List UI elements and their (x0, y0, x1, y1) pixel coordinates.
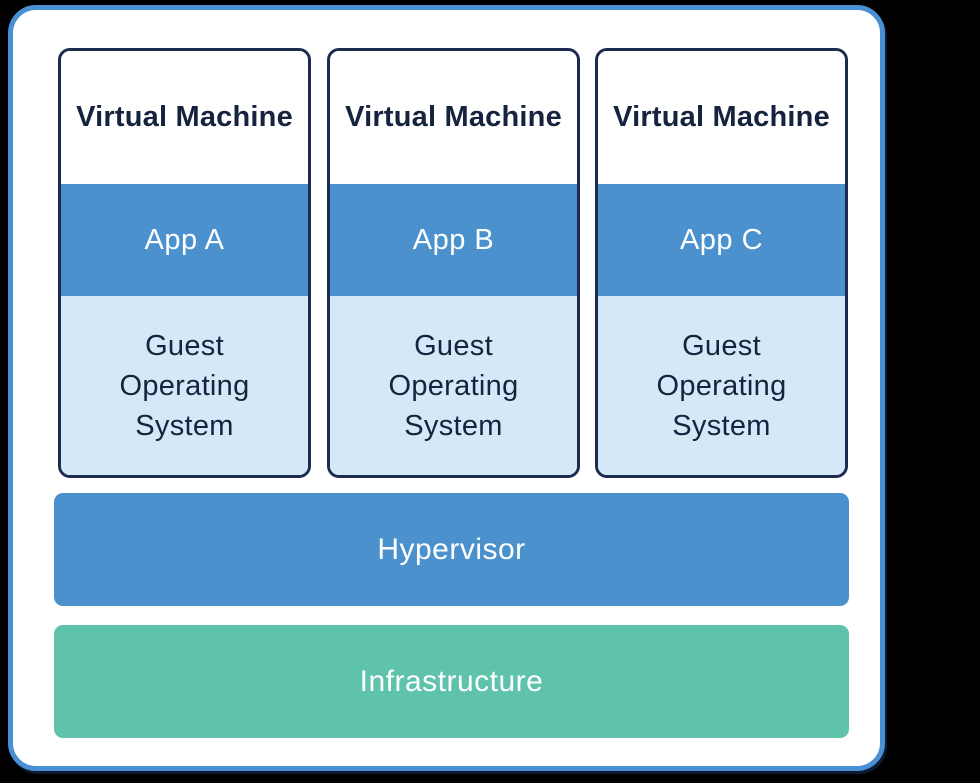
hypervisor-label: Hypervisor (377, 532, 526, 566)
vm-guest-os-section: Guest Operating System (61, 296, 308, 475)
vm-title-area: Virtual Machine (330, 51, 577, 184)
vm-title-area: Virtual Machine (598, 51, 845, 184)
infrastructure-label: Infrastructure (359, 664, 544, 698)
hypervisor-layer: Hypervisor (54, 493, 849, 606)
vm-app-label: App B (412, 223, 495, 256)
vm-guest-os-section: Guest Operating System (330, 296, 577, 475)
vm-app-bar: App C (598, 184, 845, 296)
vm-app-bar: App A (61, 184, 308, 296)
vm-title-area: Virtual Machine (61, 51, 308, 184)
vm-guest-os-label: Guest Operating System (656, 329, 787, 442)
infrastructure-layer: Infrastructure (54, 625, 849, 738)
vm-guest-os-label: Guest Operating System (388, 329, 519, 442)
vm-title: Virtual Machine (345, 101, 562, 133)
vm-title: Virtual Machine (613, 101, 830, 133)
diagram-panel: Virtual Machine App A Guest Operating Sy… (8, 5, 885, 771)
virtual-machine-box-1: Virtual Machine App A Guest Operating Sy… (58, 48, 311, 478)
vm-app-label: App C (679, 223, 764, 256)
vm-title: Virtual Machine (76, 101, 293, 133)
vm-app-bar: App B (330, 184, 577, 296)
vm-app-label: App A (144, 223, 225, 256)
virtual-machine-box-2: Virtual Machine App B Guest Operating Sy… (327, 48, 580, 478)
vm-guest-os-label: Guest Operating System (119, 329, 250, 442)
vm-guest-os-section: Guest Operating System (598, 296, 845, 475)
virtual-machine-box-3: Virtual Machine App C Guest Operating Sy… (595, 48, 848, 478)
